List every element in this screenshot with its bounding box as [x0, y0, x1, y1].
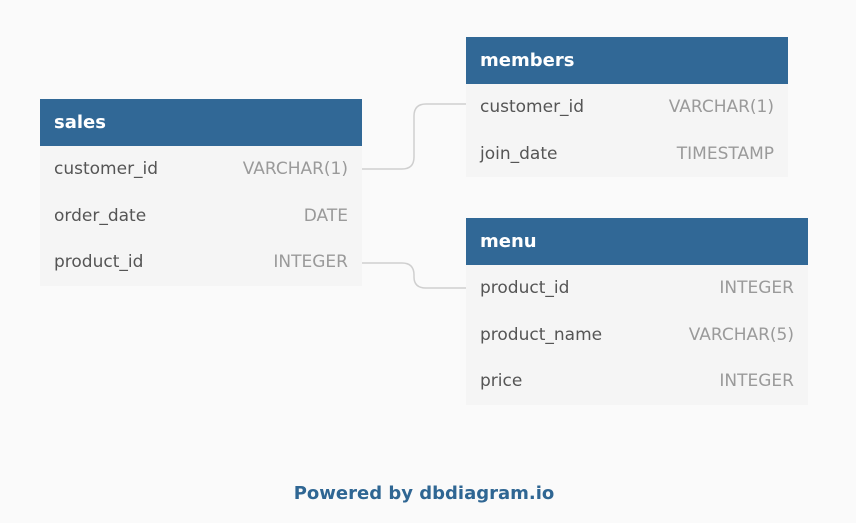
field-row-customer-id[interactable]: customer_id VARCHAR(1) — [466, 84, 788, 131]
field-type: VARCHAR(1) — [242, 159, 348, 180]
powered-by-link[interactable]: Powered by dbdiagram.io — [293, 483, 555, 504]
table-header-members[interactable]: members — [466, 37, 788, 84]
table-header-menu[interactable]: menu — [466, 218, 808, 265]
field-type: INTEGER — [273, 252, 348, 273]
field-type: VARCHAR(1) — [668, 97, 774, 118]
field-type: TIMESTAMP — [676, 143, 774, 164]
table-header-sales[interactable]: sales — [40, 99, 362, 146]
field-row-join-date[interactable]: join_date TIMESTAMP — [466, 131, 788, 178]
field-type: INTEGER — [719, 371, 794, 392]
field-name: product_id — [54, 252, 144, 273]
field-row-product-id[interactable]: product_id INTEGER — [466, 265, 808, 312]
field-name: price — [480, 371, 523, 392]
connector-sales-members — [362, 103, 466, 170]
field-row-customer-id[interactable]: customer_id VARCHAR(1) — [40, 146, 362, 193]
table-members[interactable]: members customer_id VARCHAR(1) join_date… — [466, 37, 788, 177]
field-row-product-name[interactable]: product_name VARCHAR(5) — [466, 312, 808, 359]
field-name: join_date — [480, 143, 558, 164]
field-name: product_name — [480, 324, 603, 345]
field-row-order-date[interactable]: order_date DATE — [40, 193, 362, 240]
field-row-product-id[interactable]: product_id INTEGER — [40, 239, 362, 286]
field-row-price[interactable]: price INTEGER — [466, 358, 808, 405]
field-type: VARCHAR(5) — [688, 324, 794, 345]
table-menu[interactable]: menu product_id INTEGER product_name VAR… — [466, 218, 808, 405]
field-name: customer_id — [480, 97, 585, 118]
connector-sales-menu — [362, 262, 466, 289]
field-type: INTEGER — [719, 278, 794, 299]
field-name: customer_id — [54, 159, 159, 180]
field-name: product_id — [480, 278, 570, 299]
table-sales[interactable]: sales customer_id VARCHAR(1) order_date … — [40, 99, 362, 286]
field-type: DATE — [303, 205, 348, 226]
field-name: order_date — [54, 205, 147, 226]
